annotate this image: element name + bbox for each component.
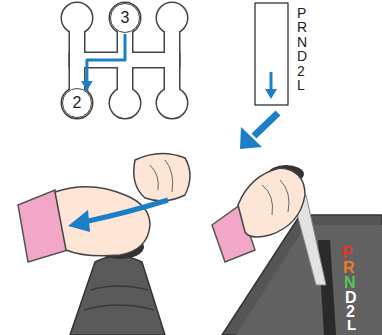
gear-circle: 3 <box>110 3 140 33</box>
label-holder: L <box>297 78 305 92</box>
gate-position: N <box>344 275 356 291</box>
gate-circle <box>110 3 140 33</box>
hand <box>238 168 305 237</box>
label-holder: 2 <box>297 64 305 78</box>
panel-arrowhead <box>265 89 277 99</box>
finger-line <box>262 180 289 215</box>
hand <box>55 187 150 256</box>
big-arrowhead <box>240 127 262 149</box>
selector-position: P <box>297 6 306 20</box>
gate-position: L <box>347 317 356 332</box>
label-holder: P <box>297 6 306 20</box>
label-holder: N <box>297 35 307 49</box>
selector-position: N <box>297 35 307 49</box>
label-holder: P <box>342 245 353 261</box>
finger-line <box>150 160 173 192</box>
selector-panel <box>255 3 288 105</box>
gear-circle: 2 <box>62 88 92 118</box>
shift-boot <box>70 256 165 335</box>
gear-number: 2 <box>73 95 82 111</box>
big-arrow <box>254 113 278 136</box>
selector-position: R <box>297 20 307 34</box>
label-holder: N <box>344 275 356 291</box>
motion-arrowhead <box>68 210 90 232</box>
motion-arrow <box>84 200 168 222</box>
shift-pattern-outline <box>62 3 187 118</box>
shift-path-arrow <box>87 34 125 91</box>
gear-number: 3 <box>121 10 130 26</box>
label-holder: R <box>343 260 355 276</box>
shift-pattern-fill <box>62 3 187 118</box>
selector-position: L <box>297 78 305 92</box>
gate-position: R <box>343 260 355 276</box>
boot-fold <box>84 286 154 310</box>
label-holder: D <box>297 49 307 63</box>
selector-position: D <box>297 49 307 63</box>
gate-circle <box>110 3 140 33</box>
gate-circle <box>62 88 92 118</box>
gate-position: P <box>342 245 353 261</box>
gate-slot <box>318 240 336 335</box>
label-holder: L <box>347 317 356 332</box>
label-holder: R <box>297 20 307 34</box>
selector-position: 2 <box>297 64 305 78</box>
panel-arrow <box>270 72 273 90</box>
gate-circle <box>62 88 92 118</box>
fist <box>134 153 190 200</box>
